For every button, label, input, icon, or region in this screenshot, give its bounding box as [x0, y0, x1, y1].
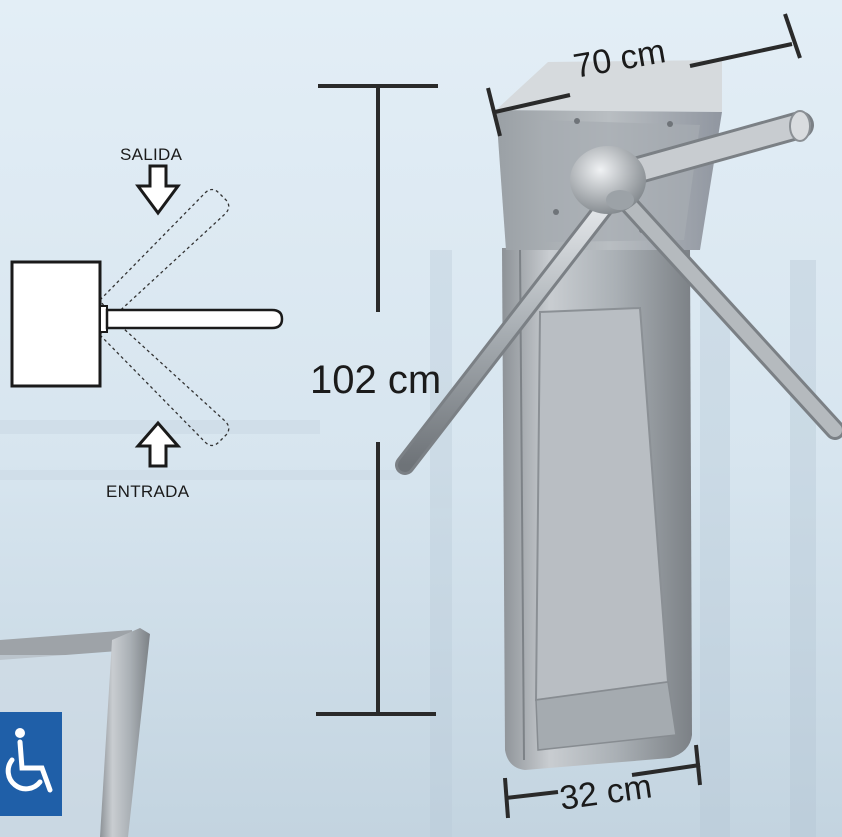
arrow-up-icon: [134, 420, 182, 468]
exit-label: SALIDA: [120, 145, 183, 164]
dashed-arm-upper: [99, 188, 230, 319]
turnstile-diagram: [10, 164, 284, 468]
diagram-arm: [105, 308, 284, 330]
wheelchair-icon: [5, 728, 53, 793]
entrance-label: ENTRADA: [106, 482, 190, 501]
depth-dimension: [503, 744, 702, 819]
background-window-frames: [0, 250, 816, 837]
turnstile-photo: [395, 60, 842, 770]
arrow-down-icon: [135, 164, 181, 216]
width-dimension: [486, 13, 802, 137]
height-label: 102 cm: [310, 358, 442, 402]
diagram-body: [10, 260, 102, 388]
accessibility-rail: [0, 628, 150, 837]
dashed-arm-lower: [99, 317, 230, 447]
height-dimension: [316, 84, 438, 716]
